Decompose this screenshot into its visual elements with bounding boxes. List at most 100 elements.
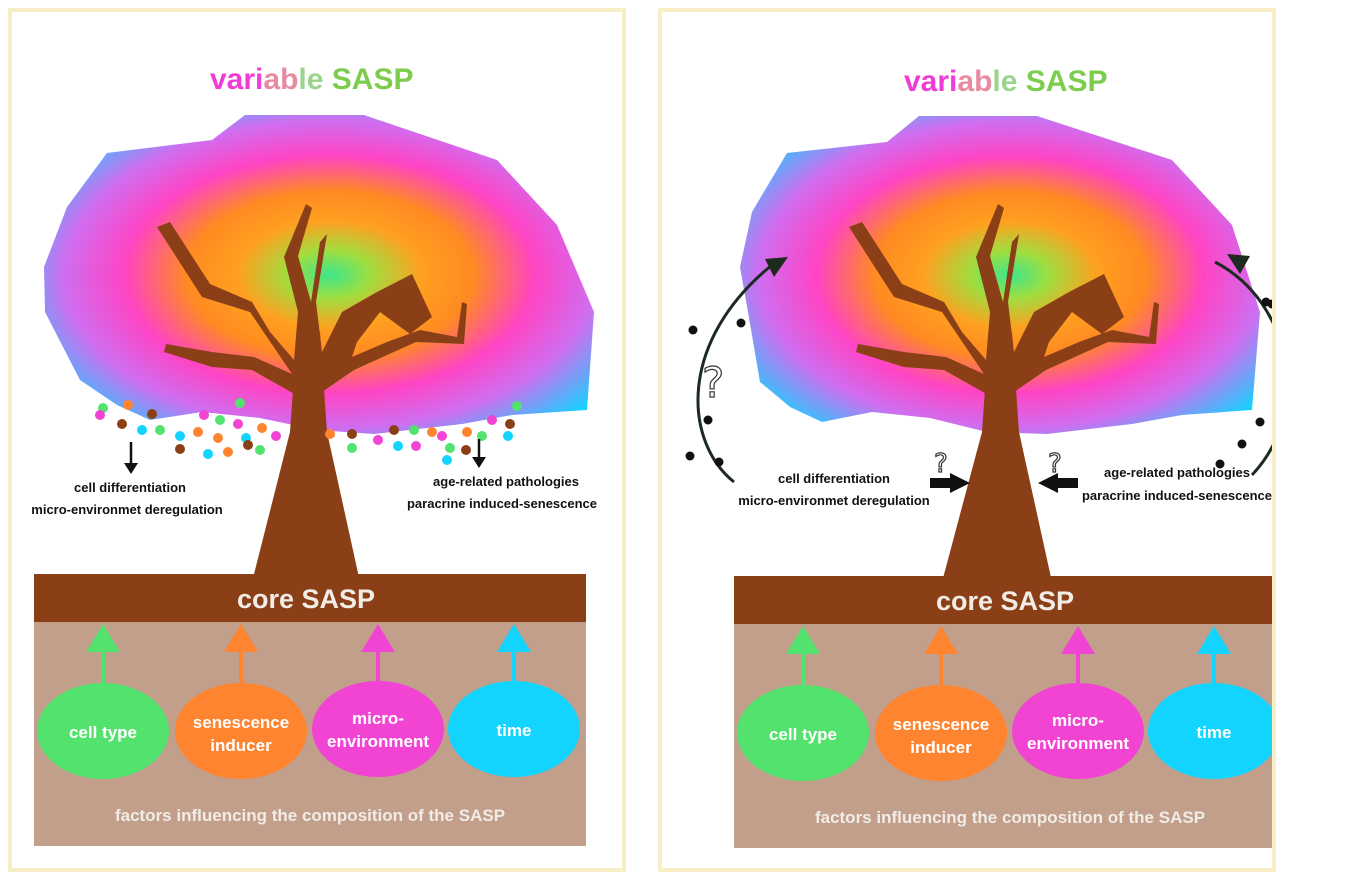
black-dot [1261,297,1271,307]
factor-label-inducer: inducer [210,736,272,755]
factor-label-cell-type: cell type [69,723,137,742]
factor-arrow-orange-icon [224,624,258,690]
question-mark-center-right: ? [1048,449,1062,479]
black-dot [688,325,698,335]
black-dot [736,318,746,328]
sasp-dot [233,419,243,429]
factor-label-time: time [1197,723,1232,742]
feedback-arrowhead-left-icon [765,257,788,277]
sasp-dot [215,415,225,425]
feedback-arc-right [1214,260,1272,477]
factor-label-senescence: senescence [193,713,289,732]
title-variable-sasp: variable SASP [210,63,413,96]
down-arrow-left-icon [124,442,138,474]
factor-arrow-orange-icon [924,626,958,692]
label-microenvironment-deregulation: micro-environmet deregulation [31,502,222,517]
factor-circle-time [448,681,580,777]
sasp-dot [175,444,185,454]
arrow-left-into-trunk-icon [1038,473,1078,493]
sasp-dot [147,409,157,419]
label-microenvironment-deregulation: micro-environmet deregulation [738,493,929,508]
sasp-dot [243,440,253,450]
sasp-dot [462,427,472,437]
black-dot [1215,459,1225,469]
sasp-dot [373,435,383,445]
sasp-dot [442,455,452,465]
sasp-dot [137,425,147,435]
arrow-right-into-trunk-icon [930,473,970,493]
factor-circle-senescence-inducer [875,685,1007,781]
sasp-dot [193,427,203,437]
sasp-dots-right-group [325,401,522,465]
tree-trunk [252,332,360,582]
sasp-dot [223,447,233,457]
down-arrow-right-icon [472,439,486,468]
factor-label-micro: micro- [352,709,404,728]
factor-circle-cell-type [37,683,169,779]
sasp-dot [95,410,105,420]
sasp-dot [445,443,455,453]
factor-label-senescence: senescence [893,715,989,734]
question-mark-left: ? [702,358,724,407]
factor-arrow-green-icon [86,624,120,690]
factors-caption: factors influencing the composition of t… [815,808,1205,827]
sasp-dot [512,401,522,411]
sasp-dot [427,427,437,437]
core-sasp-bar [34,574,586,622]
label-age-related-pathologies: age-related pathologies [433,474,579,489]
factor-label-micro: micro- [1052,711,1104,730]
diagram-right: variable SASP ? ? ? ? cell differentiat [685,65,1272,848]
sasp-dot [347,443,357,453]
sasp-dot [325,429,335,439]
sasp-dot [213,433,223,443]
sasp-dots-left-group [95,398,281,459]
black-dot [1237,439,1247,449]
black-dots-left-group [685,318,746,467]
label-cell-differentiation: cell differentiation [778,471,890,486]
sasp-dot [389,425,399,435]
factor-label-time: time [497,721,532,740]
sasp-dot [409,425,419,435]
label-cell-differentiation: cell differentiation [74,480,186,495]
label-paracrine-senescence: paracrine induced-senescence [1082,488,1272,503]
sasp-dot [503,431,513,441]
sasp-dot [117,419,127,429]
black-dot [1255,417,1265,427]
panel-left: variable SASP [8,8,626,872]
factor-circle-cell-type [737,685,869,781]
label-paracrine-senescence: paracrine induced-senescence [407,496,597,511]
sasp-dot [175,431,185,441]
factor-label-cell-type: cell type [769,725,837,744]
factor-label-inducer: inducer [910,738,972,757]
tree [157,204,467,582]
black-dots-right-group [1215,297,1272,469]
factor-arrow-magenta-icon [1061,626,1095,692]
question-mark-center-left: ? [934,449,948,479]
factor-arrow-magenta-icon [361,624,395,690]
factor-circle-microenvironment [312,681,444,777]
sasp-dot [437,431,447,441]
tree-trunk [942,332,1052,582]
tree [849,204,1159,582]
factor-label-environment: environment [327,732,429,751]
black-dot [714,457,724,467]
factor-arrow-cyan-icon [497,624,531,690]
factor-circle-microenvironment [1012,683,1144,779]
sasp-dot [505,419,515,429]
core-sasp-label: core SASP [936,586,1074,616]
factor-circle-time [1148,683,1272,779]
tree-branches [157,204,467,396]
sasp-dot [203,449,213,459]
sasp-dot [257,423,267,433]
title-variable-sasp: variable SASP [904,65,1107,98]
sasp-dot [487,415,497,425]
factor-circle-senescence-inducer [175,683,307,779]
factor-arrow-cyan-icon [1197,626,1231,692]
sasp-dot [255,445,265,455]
core-sasp-label: core SASP [237,584,375,614]
label-age-related-pathologies: age-related pathologies [1104,465,1250,480]
sasp-dot [123,400,133,410]
sasp-dot [411,441,421,451]
sasp-dot [347,429,357,439]
sasp-dot [461,445,471,455]
